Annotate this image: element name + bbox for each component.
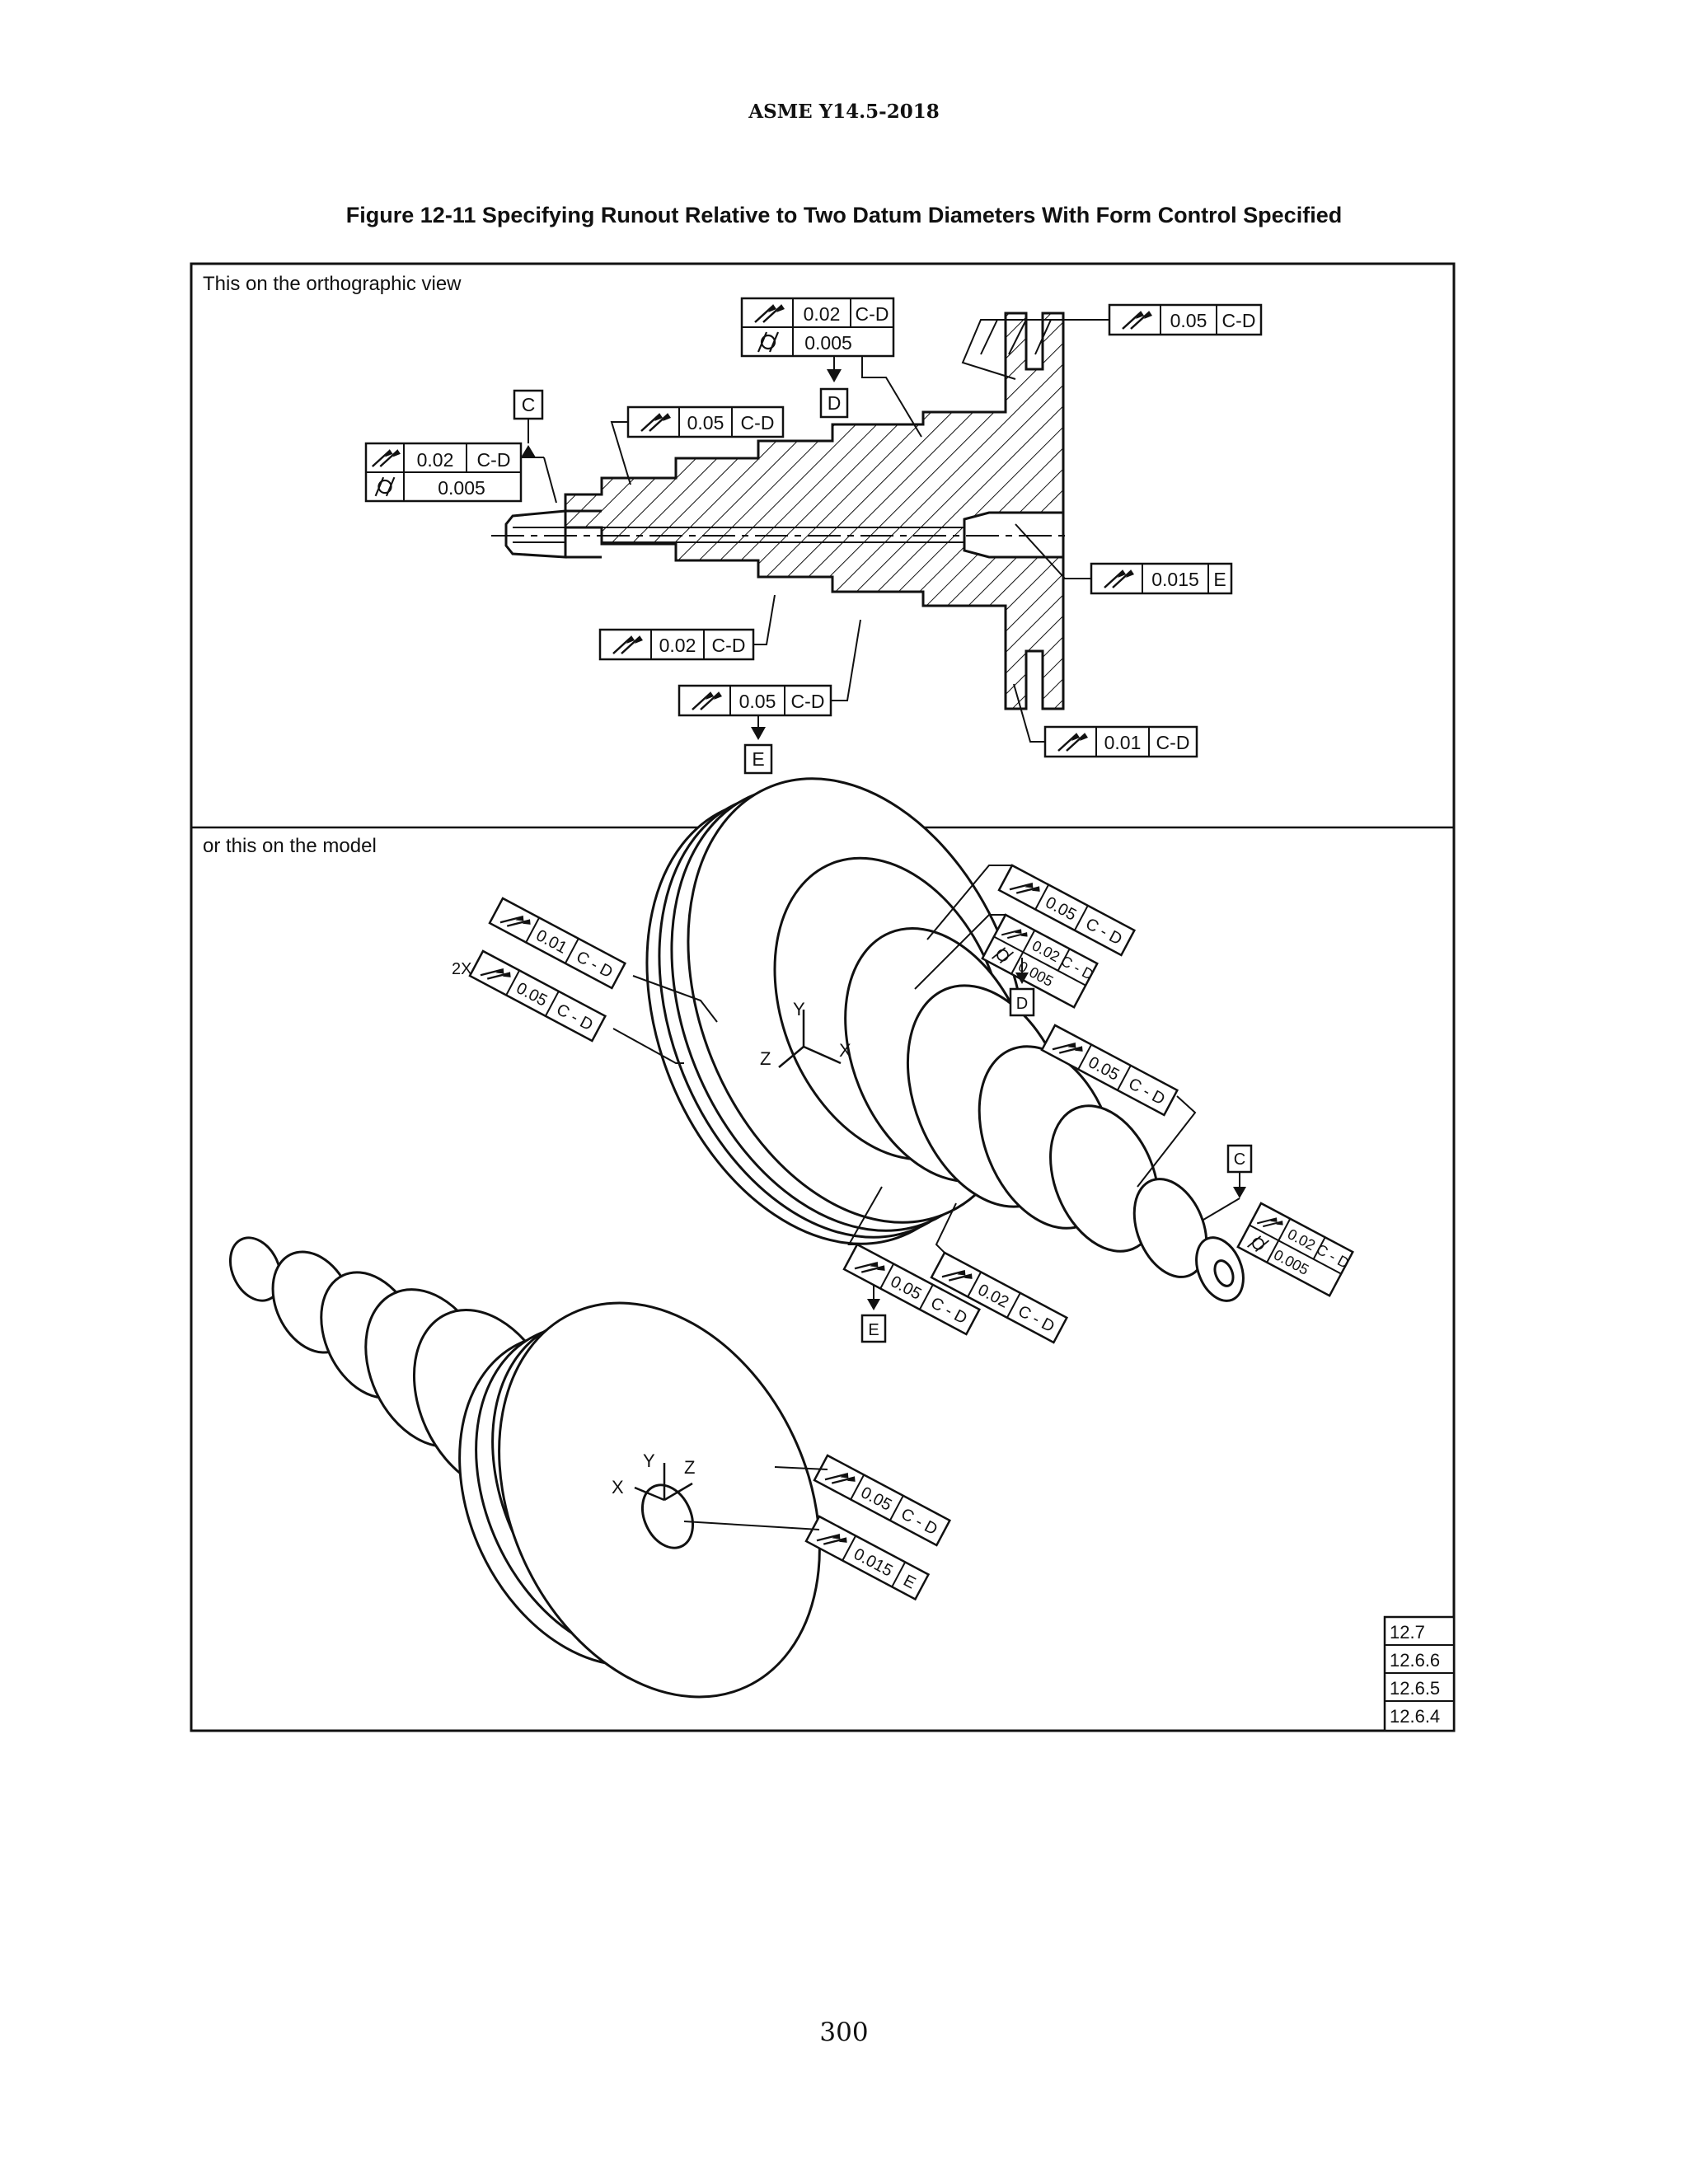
iso-fcf-rim: 0.05 C - D [997, 864, 1137, 957]
two-x-label: 2X [452, 960, 471, 978]
page-header: ASME Y14.5-2018 [748, 101, 940, 123]
iso-datum-c: C [1203, 1144, 1253, 1221]
reference-item: 12.6.5 [1390, 1678, 1440, 1699]
svg-text:0.02: 0.02 [659, 635, 696, 656]
svg-text:Y: Y [643, 1451, 655, 1471]
svg-text:Y: Y [793, 999, 805, 1019]
svg-text:0.05: 0.05 [1170, 310, 1207, 331]
svg-text:E: E [868, 1321, 879, 1339]
svg-text:0.015: 0.015 [1151, 569, 1199, 590]
svg-text:C: C [1234, 1151, 1245, 1169]
axes-front: Y X Z [760, 999, 851, 1069]
svg-text:C-D: C-D [1222, 310, 1256, 331]
model-front-part [645, 777, 1245, 1302]
svg-text:C-D: C-D [791, 691, 825, 712]
svg-text:Z: Z [760, 1048, 771, 1069]
svg-text:C-D: C-D [856, 303, 889, 325]
svg-text:C-D: C-D [477, 449, 511, 471]
svg-text:X: X [839, 1040, 851, 1061]
orthographic-section-view [491, 312, 1071, 710]
svg-text:D: D [1016, 995, 1028, 1013]
svg-text:C-D: C-D [741, 412, 775, 434]
svg-text:C-D: C-D [712, 635, 746, 656]
datum-c-tag: C [513, 389, 544, 457]
fcf-step1: 0.05 C-D [610, 405, 785, 485]
bottom-panel-label: or this on the model [203, 835, 377, 857]
fcf-shoulder: 0.02 C-D 0.005 [364, 442, 557, 504]
fcf-lower-step: 0.02 C-D [598, 594, 776, 661]
svg-text:0.005: 0.005 [804, 332, 852, 354]
svg-text:0.05: 0.05 [687, 412, 724, 434]
svg-text:0.05: 0.05 [739, 691, 776, 712]
iso-fcf-datum-c: 0.02 C - D 0.005 [1236, 1202, 1354, 1297]
fcf-flange: 0.05 C-D [961, 303, 1263, 380]
svg-text:C: C [522, 394, 536, 415]
svg-text:D: D [828, 392, 842, 414]
svg-text:E: E [752, 748, 764, 770]
svg-text:E: E [1213, 569, 1226, 590]
iso-fcf-back-face: 0.05 C - D [813, 1454, 952, 1547]
reference-item: 12.6.6 [1390, 1650, 1440, 1671]
axes-back: Y X Z [612, 1451, 695, 1502]
fcf-face: 0.015 E [1015, 523, 1233, 595]
iso-fcf-mid: 0.02 C - D [930, 1251, 1069, 1344]
shaft-section [564, 312, 1065, 710]
svg-text:0.005: 0.005 [438, 477, 485, 499]
model-back-part [229, 1236, 821, 1699]
fcf-datum-e: 0.05 C-D E [678, 619, 861, 775]
page-number: 300 [819, 2018, 869, 2047]
iso-datum-d: D [1009, 958, 1035, 1017]
reference-item: 12.6.4 [1390, 1706, 1440, 1727]
svg-text:0.02: 0.02 [417, 449, 454, 471]
figure-caption: Figure 12-11 Specifying Runout Relative … [345, 203, 1343, 227]
reference-item: 12.7 [1390, 1622, 1425, 1643]
svg-text:C-D: C-D [1156, 732, 1190, 753]
svg-text:0.01: 0.01 [1104, 732, 1142, 753]
fcf-datum-d: 0.02 C-D 0.005 D [740, 297, 922, 438]
svg-text:0.02: 0.02 [804, 303, 841, 325]
svg-text:Z: Z [684, 1457, 695, 1478]
iso-datum-e: E [860, 1286, 887, 1343]
iso-fcf-datum-e: 0.05 C - D [842, 1243, 982, 1336]
fcf-groove: 0.01 C-D [1013, 683, 1198, 758]
reference-table: 12.7 12.6.6 12.6.5 12.6.4 [1383, 1615, 1456, 1732]
top-panel-label: This on the orthographic view [203, 273, 462, 295]
iso-fcf-groove: 0.01 C - D [488, 897, 627, 990]
svg-text:X: X [612, 1477, 624, 1497]
